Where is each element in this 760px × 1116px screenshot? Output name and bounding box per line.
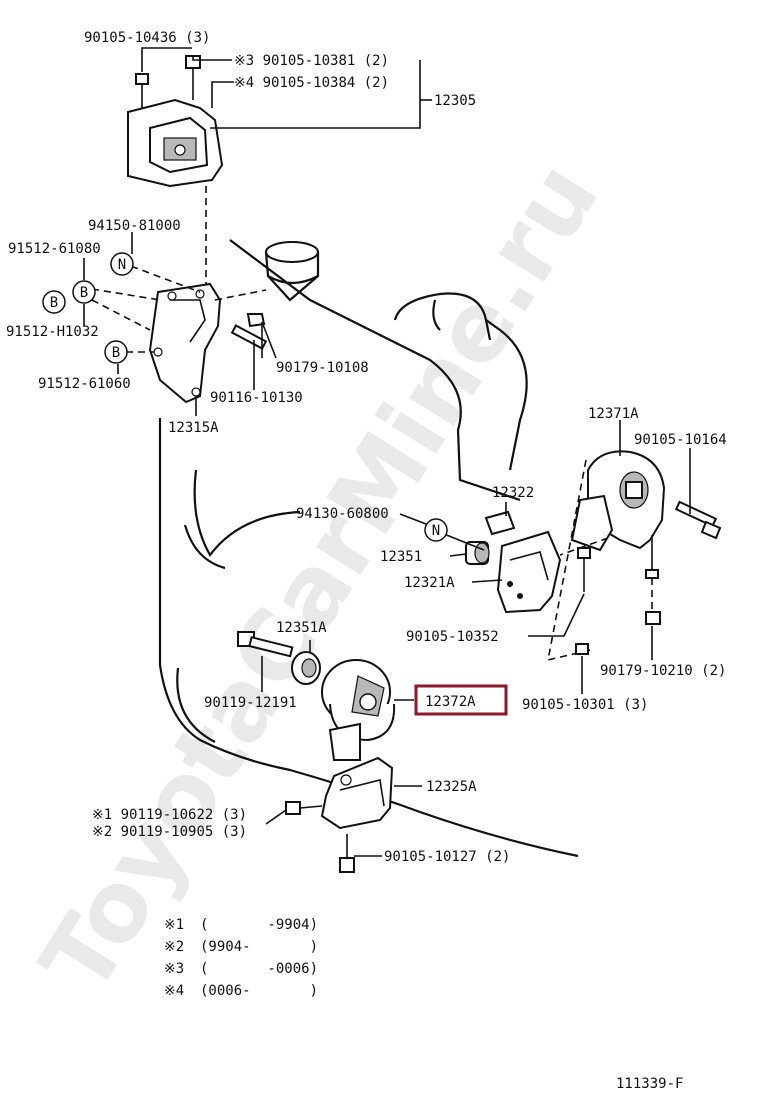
symbol-n: N: [424, 518, 448, 542]
bushing-12351A: [291, 651, 321, 685]
symbol-b: B: [72, 280, 96, 304]
nut-90179-10108: [246, 313, 266, 328]
note-mark-2: ※2: [164, 939, 184, 955]
bushing-12351: [465, 541, 490, 565]
bolt-90105-10381: [185, 55, 201, 100]
label-90119-10622: ※1 90119-10622 (3): [92, 807, 247, 823]
applicability-notes: ※1 ( -9904) ※2 (9904- ) ※3 ( -0006) ※4 (…: [164, 917, 318, 999]
note-mark-3: ※3: [164, 961, 184, 977]
note-range-2: (9904- ): [200, 939, 318, 955]
label-12322: 12322: [492, 485, 534, 501]
label-12371A: 12371A: [588, 406, 639, 422]
label-12305: 12305: [434, 93, 476, 109]
bolt-90105-10352: [577, 547, 591, 592]
leader-dash: [214, 289, 267, 301]
bolt-90105-10164: [674, 500, 722, 540]
label-90179-10108: 90179-10108: [276, 360, 369, 376]
bolt-90119-10622: [285, 801, 323, 815]
label-90105-10352: 90105-10352: [406, 629, 499, 645]
label-90119-10905: ※2 90119-10905 (3): [92, 824, 247, 840]
mount-12371A: [570, 450, 666, 552]
leader-dash: [559, 537, 609, 556]
highlight-box[interactable]: [414, 684, 508, 716]
svg-text:B: B: [50, 295, 58, 311]
symbol-n: N: [110, 252, 134, 276]
stud-90179-10210: [645, 535, 661, 625]
label-94150-81000: 94150-81000: [88, 218, 181, 234]
note-range-4: (0006- ): [200, 983, 318, 999]
label-90105-10384: ※4 90105-10384 (2): [234, 75, 389, 91]
mount-12305: [127, 98, 224, 188]
bolt-90105-10436: [135, 73, 149, 108]
note-range-1: ( -9904): [200, 917, 318, 933]
label-90105-10301: 90105-10301 (3): [522, 697, 648, 713]
svg-text:N: N: [118, 257, 126, 273]
bracket-12325A: [320, 756, 394, 830]
engine-cap: [265, 241, 319, 263]
leader-dash: [91, 288, 161, 301]
label-90105-10381: ※3 90105-10381 (2): [234, 53, 389, 69]
label-94130-60800: 94130-60800: [296, 506, 389, 522]
bolt-90119-12191: [237, 631, 294, 658]
label-91512-H1032: 91512-H1032: [6, 324, 99, 340]
bolt-90105-10127: [339, 834, 355, 873]
bracket-12322: [484, 510, 516, 536]
label-91512-61060: 91512-61060: [38, 376, 131, 392]
engine-outline: [158, 239, 579, 858]
bracket-12321A: [496, 530, 562, 614]
label-12315A: 12315A: [168, 420, 219, 436]
symbol-b: B: [104, 340, 128, 364]
leader-lines: [83, 47, 691, 857]
label-90179-10210: 90179-10210 (2): [600, 663, 726, 679]
bracket-12315A: [148, 282, 222, 404]
svg-text:B: B: [112, 345, 120, 361]
bolt-90105-10301: [575, 643, 589, 655]
leader-dash: [91, 299, 151, 331]
label-91512-61080: 91512-61080: [8, 241, 101, 257]
label-90105-10127: 90105-10127 (2): [384, 849, 510, 865]
symbol-b: B: [42, 290, 66, 314]
mount-12372A: [321, 659, 396, 761]
label-12321A: 12321A: [404, 575, 455, 591]
stud-90116-10130: [230, 324, 268, 350]
note-mark-1: ※1: [164, 917, 184, 933]
label-90116-10130: 90116-10130: [210, 390, 303, 406]
svg-text:B: B: [80, 285, 88, 301]
note-mark-4: ※4: [164, 983, 184, 999]
highlight-12372A[interactable]: 12372A: [414, 684, 508, 716]
label-12372A[interactable]: 12372A: [425, 694, 476, 710]
label-12351: 12351: [380, 549, 422, 565]
svg-text:N: N: [432, 523, 440, 539]
label-90119-12191: 90119-12191: [204, 695, 297, 711]
label-90105-10164: 90105-10164: [634, 432, 727, 448]
label-12325A: 12325A: [426, 779, 477, 795]
label-12351A: 12351A: [276, 620, 327, 636]
note-range-3: ( -0006): [200, 961, 318, 977]
callout-labels: 90105-10436 (3) ※3 90105-10381 (2) ※4 90…: [6, 30, 727, 865]
diagram-id: 111339-F: [616, 1076, 683, 1092]
label-90105-10436: 90105-10436 (3): [84, 30, 210, 46]
